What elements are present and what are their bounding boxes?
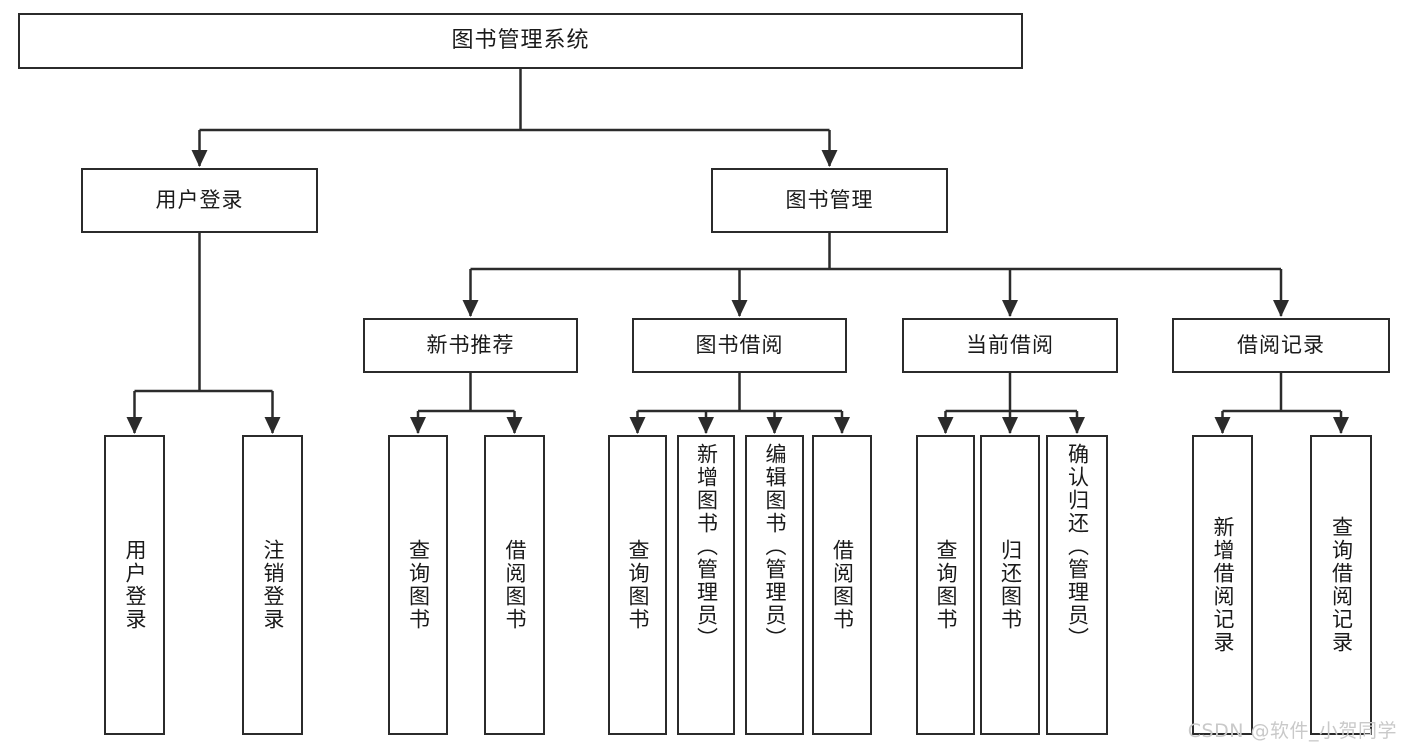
node-label: 借阅图书 — [502, 539, 527, 631]
node-label: 图书管理系统 — [451, 27, 590, 53]
node-leaf-query-book-2[interactable]: 查询图书 — [608, 435, 667, 735]
node-label: 编辑图书（管理员） — [762, 443, 787, 650]
node-leaf-add-record[interactable]: 新增借阅记录 — [1192, 435, 1253, 735]
node-label: 图书借阅 — [695, 332, 784, 357]
node-leaf-confirm-return[interactable]: 确认归还（管理员） — [1046, 435, 1108, 735]
node-leaf-borrow-book-1[interactable]: 借阅图书 — [484, 435, 545, 735]
watermark-text: CSDN @软件_小贺同学 — [1187, 720, 1397, 742]
node-label: 查询图书 — [406, 539, 431, 631]
node-leaf-edit-book[interactable]: 编辑图书（管理员） — [745, 435, 804, 735]
node-label: 归还图书 — [998, 539, 1023, 631]
node-label: 注销登录 — [260, 539, 285, 631]
node-user-login[interactable]: 用户登录 — [81, 168, 318, 233]
node-label: 查询借阅记录 — [1329, 516, 1354, 654]
node-book-borrow[interactable]: 图书借阅 — [632, 318, 847, 373]
node-label: 借阅图书 — [830, 539, 855, 631]
node-label: 查询图书 — [933, 539, 958, 631]
node-leaf-query-record[interactable]: 查询借阅记录 — [1310, 435, 1372, 735]
node-root[interactable]: 图书管理系统 — [18, 13, 1023, 69]
node-label: 查询图书 — [625, 539, 650, 631]
node-leaf-return-book[interactable]: 归还图书 — [980, 435, 1040, 735]
node-new-book-recommend[interactable]: 新书推荐 — [363, 318, 578, 373]
node-label: 新书推荐 — [426, 332, 515, 357]
node-label: 新增图书（管理员） — [694, 443, 719, 650]
node-leaf-query-book-1[interactable]: 查询图书 — [388, 435, 448, 735]
node-leaf-borrow-book-2[interactable]: 借阅图书 — [812, 435, 872, 735]
node-leaf-add-book[interactable]: 新增图书（管理员） — [677, 435, 735, 735]
node-label: 借阅记录 — [1237, 332, 1325, 357]
node-leaf-user-login[interactable]: 用户登录 — [104, 435, 165, 735]
node-borrow-record[interactable]: 借阅记录 — [1172, 318, 1390, 373]
node-label: 用户登录 — [122, 539, 147, 631]
node-label: 确认归还（管理员） — [1065, 443, 1090, 650]
node-label: 当前借阅 — [966, 332, 1054, 357]
node-label: 用户登录 — [155, 187, 244, 212]
node-leaf-logout[interactable]: 注销登录 — [242, 435, 303, 735]
node-leaf-query-book-3[interactable]: 查询图书 — [916, 435, 975, 735]
node-book-manage[interactable]: 图书管理 — [711, 168, 948, 233]
node-label: 新增借阅记录 — [1210, 516, 1235, 654]
node-label: 图书管理 — [785, 187, 874, 212]
node-current-borrow[interactable]: 当前借阅 — [902, 318, 1118, 373]
